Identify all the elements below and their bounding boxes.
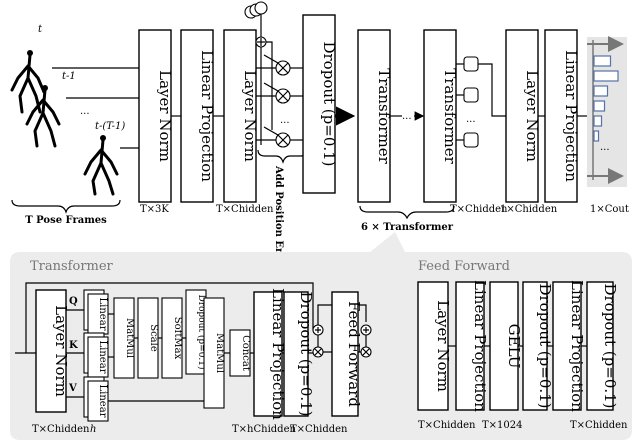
svg-text:Linear: Linear <box>97 385 108 418</box>
frames-ellipsis: ... <box>80 106 90 117</box>
transformer-count-label: 6 × Transformer <box>361 222 454 233</box>
svg-text:Scale: Scale <box>148 324 159 352</box>
pe-to-mul-3 <box>264 127 278 135</box>
ff-layer-norm: Layer Norm <box>418 282 452 410</box>
tp-linear-v: Linear <box>84 377 108 421</box>
tp-linear-q: Linear <box>84 290 108 334</box>
ff-panel-title: Feed Forward <box>418 259 510 274</box>
svg-text:MatMul: MatMul <box>214 333 225 373</box>
head-layer-norm: Layer Norm <box>506 30 541 202</box>
pe-to-mul-2 <box>264 83 278 91</box>
tp-dim-heads: T×hChidden <box>232 424 297 435</box>
tp-dropout: Dropout (p=0.1) <box>284 291 315 416</box>
tp-linear-k: Linear <box>84 333 108 377</box>
output-bar <box>594 56 611 66</box>
top-transformer-1: Transformer <box>358 30 393 202</box>
transformer-brace <box>360 206 454 218</box>
pose-frames: t t-1 t-(T-1) ... T Pose Frames <box>12 24 125 226</box>
svg-text:Dropout (p=0.1): Dropout (p=0.1) <box>320 41 338 166</box>
top-layer-norm-2: Layer Norm <box>224 30 259 202</box>
top-transformer-6: Transformer <box>424 30 459 202</box>
tp-linear-projection: Linear Projection <box>254 288 287 420</box>
top-dropout: Dropout (p=0.1) <box>303 15 338 193</box>
ff-dim-hidden: T×1024 <box>482 420 523 431</box>
output-bar <box>594 86 608 96</box>
pe-to-mul-1 <box>264 55 278 63</box>
frame-label-t-minus-1: t-1 <box>62 71 76 82</box>
transformer-ellipsis: ... <box>402 111 412 122</box>
svg-text:Layer Norm: Layer Norm <box>241 70 259 162</box>
ff-dim-output: T×Chidden <box>570 420 628 431</box>
output-distribution: ... <box>587 37 627 187</box>
output-bar <box>594 131 599 141</box>
tp-q-label: Q <box>69 296 78 307</box>
tp-v-label: V <box>68 383 77 394</box>
tp-feed-forward: Feed Forward <box>332 292 363 416</box>
frame-label-t: t <box>38 24 43 35</box>
svg-text:SoftMax: SoftMax <box>172 317 183 360</box>
tp-layer-norm: Layer Norm <box>36 290 70 412</box>
tp-dim-out: T×Chidden <box>290 424 348 435</box>
dim-hidden-label-1: T×Chidden <box>216 204 274 215</box>
ff-dim-input: T×Chidden <box>418 420 476 431</box>
token-to-ln <box>478 64 506 116</box>
svg-text:Concat: Concat <box>240 335 251 371</box>
tp-concat: Concat <box>230 330 251 376</box>
tp-matmul-1: MatMul <box>114 298 135 378</box>
dim-input-label: T×3K <box>140 204 169 215</box>
tp-matmul-2: MatMul <box>204 298 225 408</box>
token-ellipsis: ... <box>466 114 476 125</box>
svg-text:Transformer: Transformer <box>441 68 459 164</box>
top-linear-projection: Linear Projection <box>181 30 216 202</box>
output-tokens <box>464 57 478 147</box>
dim-out-label: 1×Cout <box>590 204 629 215</box>
top-layer-norm: Layer Norm <box>139 30 174 202</box>
svg-text:Dropout (p=0.1): Dropout (p=0.1) <box>297 291 315 416</box>
pose-figure-t-minus-T-minus-1 <box>85 135 117 194</box>
svg-text:MatMul: MatMul <box>124 318 135 358</box>
transformer-callout <box>370 232 405 252</box>
head-linear-projection: Linear Projection <box>545 30 580 202</box>
dim-token-label: 1×Chidden <box>500 204 558 215</box>
output-bar <box>594 101 605 111</box>
multiply-nodes <box>276 61 290 147</box>
tp-scale: Scale <box>138 298 159 378</box>
svg-text:Feed Forward: Feed Forward <box>345 301 363 407</box>
pose-frames-label: T Pose Frames <box>25 215 107 226</box>
svg-text:Layer Norm: Layer Norm <box>52 305 70 397</box>
ff-dropout-2: Dropout (p=0.1) <box>587 282 619 410</box>
output-bar <box>594 71 618 81</box>
output-ellipsis: ... <box>600 142 610 153</box>
svg-text:Linear: Linear <box>97 298 108 331</box>
frame-label-t-minus-T-minus-1: t-(T-1) <box>95 121 125 132</box>
svg-text:Linear: Linear <box>97 341 108 374</box>
output-bar <box>594 116 602 126</box>
pe-brace <box>258 150 306 162</box>
frames-brace <box>12 200 120 212</box>
transformer-panel-title: Transformer <box>30 259 114 274</box>
svg-text:Dropout (p=0.1): Dropout (p=0.1) <box>601 283 619 408</box>
tp-k-label: K <box>69 340 78 351</box>
mul-ellipsis: ... <box>280 115 290 126</box>
tp-h-label: h <box>90 424 96 435</box>
tp-dim-input: T×Chidden <box>32 424 90 435</box>
tp-softmax: SoftMax <box>162 298 183 378</box>
pose-figure-t-minus-1 <box>27 85 59 146</box>
